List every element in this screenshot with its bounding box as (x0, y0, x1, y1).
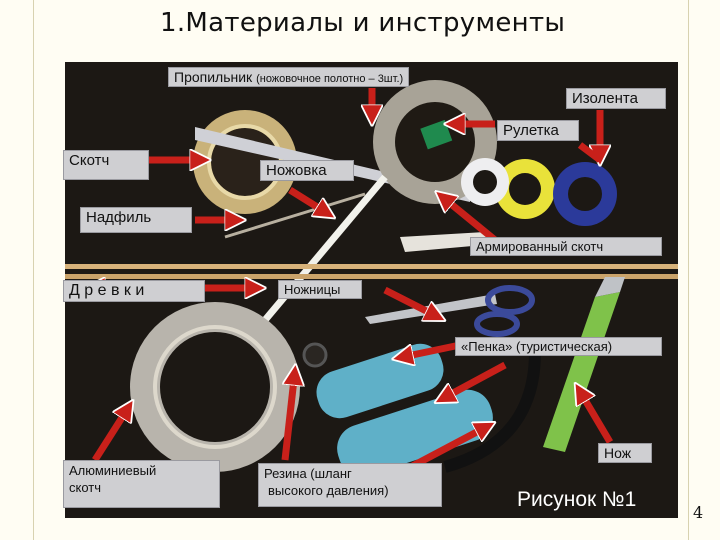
slide-title: 1.Материалы и инструменты (160, 8, 566, 38)
wooden-sticks-image (65, 264, 678, 279)
arrow-aluminievy (92, 405, 130, 462)
label-propilnik: Пропильник (ножовочное полотно – 3шт.) (168, 67, 410, 87)
label-rezina: Резина (шланг высокого давления) (258, 463, 442, 507)
arrow-rezina (281, 370, 295, 461)
label-izolenta: Изолента (566, 88, 666, 109)
label-nozhnicy: Ножницы (278, 280, 362, 299)
label-nozh: Нож (598, 443, 652, 463)
knife-image (543, 277, 625, 452)
arrow-penka-1 (398, 341, 461, 358)
label-rezina-line1: Резина (шланг (264, 466, 352, 481)
label-drevki: Д р е в к и (63, 280, 205, 302)
arrow-penka-2 (440, 361, 507, 400)
label-skotch: Скотч (63, 150, 149, 180)
page-number: 4 (693, 503, 704, 522)
label-armirovanny: Армированный скотч (470, 237, 662, 256)
label-aluminievy: Алюминиевый скотч (63, 460, 220, 508)
needle-file-image (224, 192, 366, 239)
arrow-nozhnicy (383, 286, 440, 318)
arrow-nozh (578, 388, 614, 444)
insulation-tape-rolls (461, 158, 617, 226)
arrow-izolenta-tail (577, 142, 603, 163)
arrow-rezina-hose (403, 425, 490, 474)
label-aluminievy-line1: Алюминиевый (69, 463, 157, 478)
materials-photo (65, 62, 678, 518)
label-rezina-line2: высокого давления) (268, 483, 389, 498)
label-propilnik-sub: (ножовочное полотно – 3шт.) (256, 73, 404, 85)
arrow-nozhovka (288, 187, 330, 215)
arrow-armirovanny (440, 195, 498, 243)
slide-frame (33, 0, 689, 540)
label-propilnik-main: Пропильник (174, 69, 253, 85)
hose-image (443, 351, 541, 473)
label-ruletka: Рулетка (497, 120, 579, 141)
hacksaw-handle-image (252, 174, 388, 335)
aluminium-tape-image (130, 302, 300, 472)
label-penka: «Пенка» (туристическая) (455, 337, 662, 356)
label-nozhovka: Ножовка (260, 160, 354, 181)
label-aluminievy-line2: скотч (69, 480, 102, 495)
rubber-ring-image (302, 342, 328, 368)
figure-caption: Рисунок №1 (517, 488, 637, 511)
label-nadfil: Надфиль (80, 207, 192, 233)
